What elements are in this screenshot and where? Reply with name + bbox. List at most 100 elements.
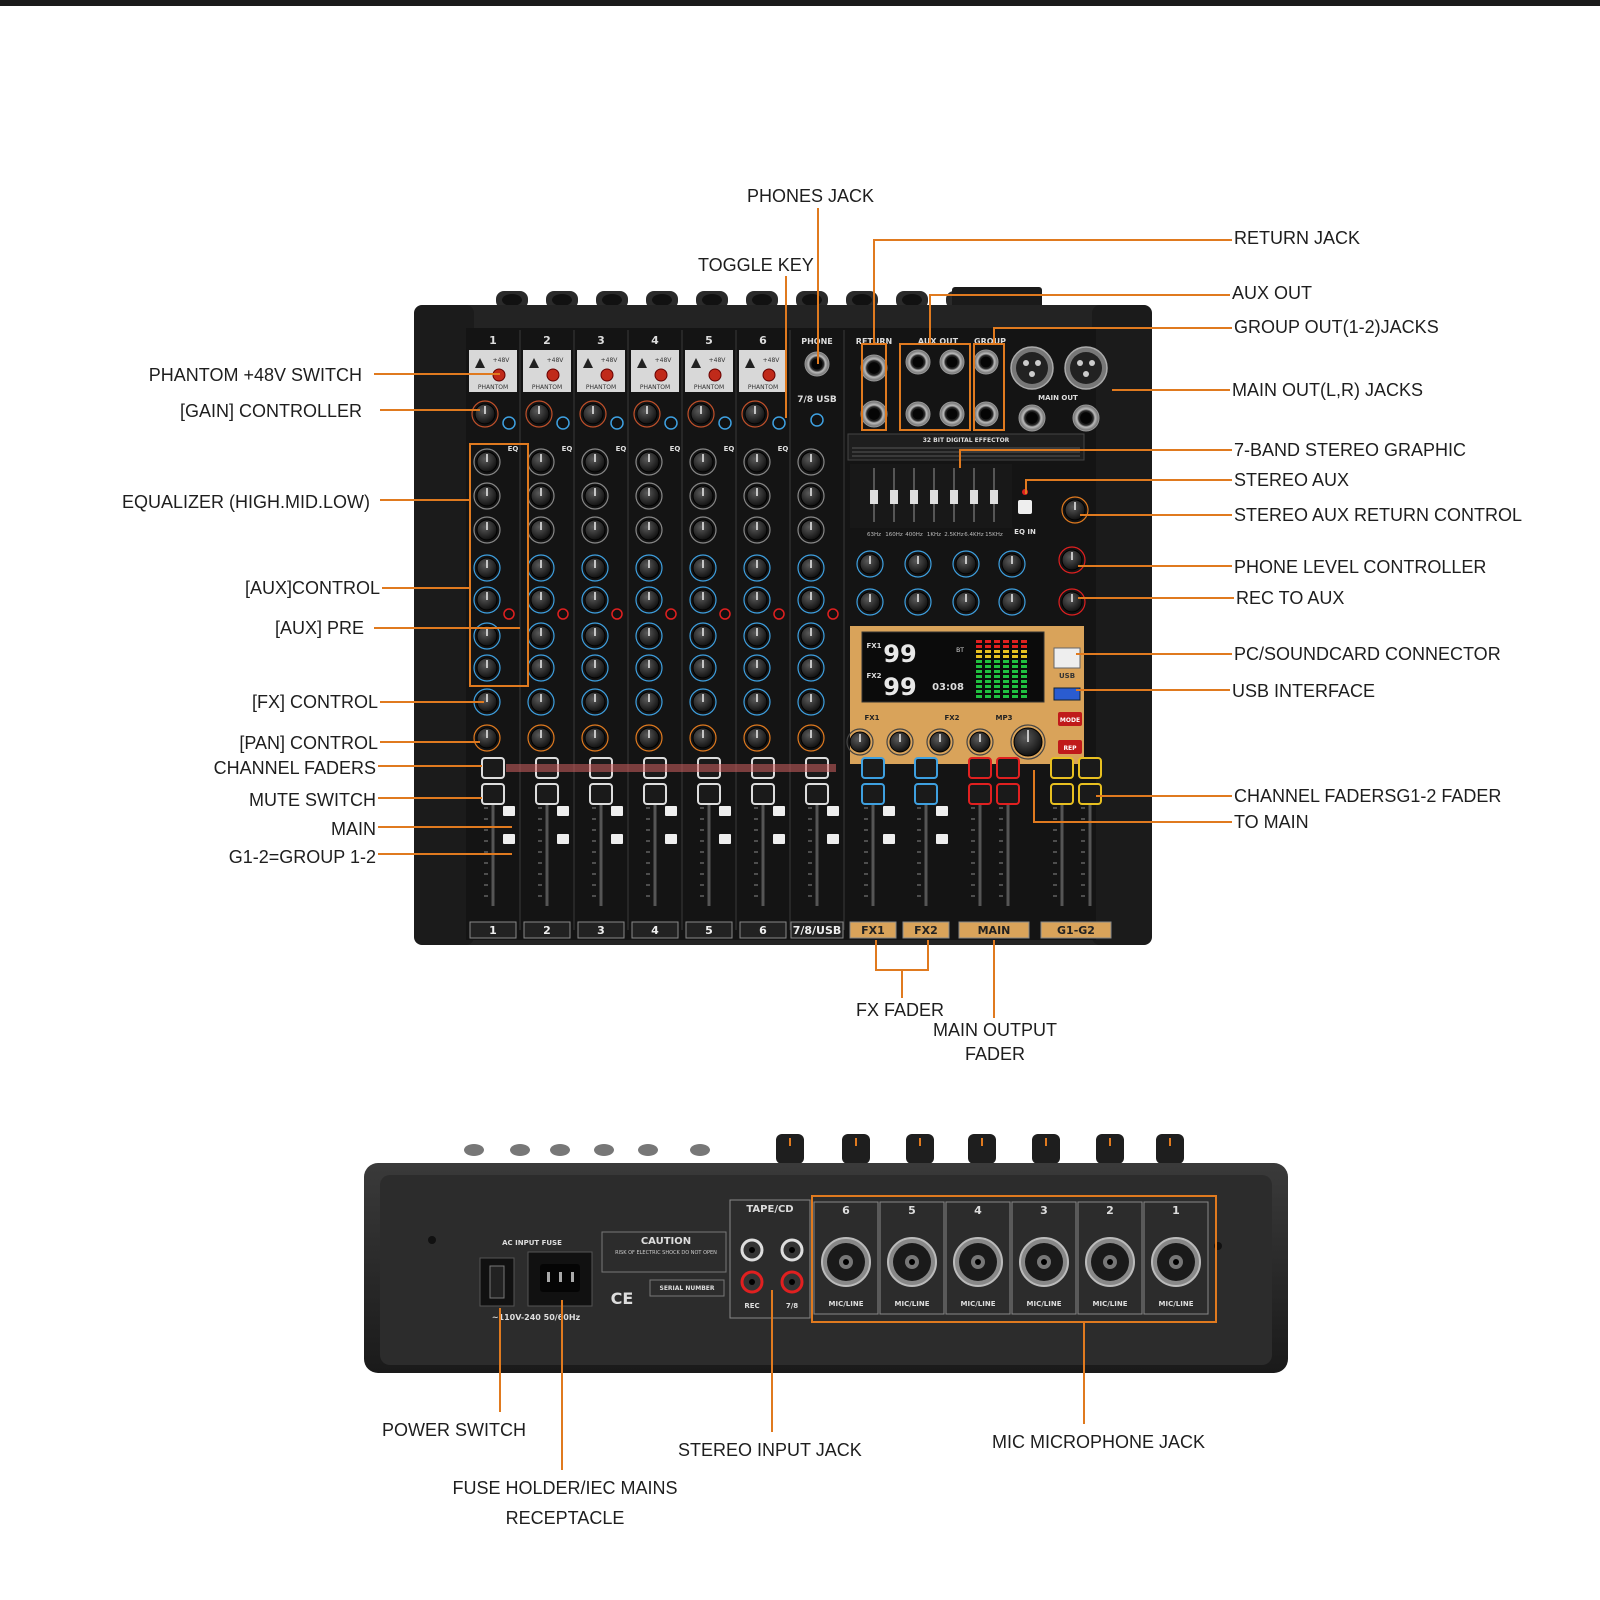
vu-meter-segment: [1021, 695, 1027, 698]
aux-pre-button: [557, 608, 569, 620]
knob-ring: [846, 728, 874, 756]
vu-meter-segment: [976, 645, 982, 648]
group-assign-button: [827, 834, 839, 844]
eq-label: EQ: [508, 445, 519, 453]
phantom-switch: [546, 368, 560, 382]
warning-triangle-icon: [475, 358, 485, 368]
return-jack-l: [860, 354, 888, 382]
knob-ring: [797, 688, 825, 716]
knob-ring: [797, 516, 825, 544]
knob-ring: [527, 724, 555, 752]
mic-channel-box: [813, 1201, 879, 1315]
eq-knob: [473, 516, 501, 544]
combo-jack-hole: [909, 1259, 915, 1265]
label-phones-jack: PHONES JACK: [747, 186, 875, 206]
eq-knob: [689, 516, 717, 544]
fader-cap: [481, 757, 505, 779]
label-fuse-holder-2: RECEPTACLE: [505, 1508, 625, 1528]
knob-ring: [581, 516, 609, 544]
lcd-fx2-label: FX2: [866, 672, 881, 680]
channel-number: 4: [651, 334, 659, 347]
vu-meter-segment: [1003, 680, 1009, 683]
eq-knob: [743, 516, 771, 544]
mute-button: [914, 783, 938, 805]
effector-title: 32 BIT DIGITAL EFFECTOR: [923, 437, 1010, 444]
mute-button: [589, 783, 613, 805]
label-main-output-fader-1: MAIN OUTPUT: [933, 1020, 1057, 1040]
vu-meter-segment: [976, 690, 982, 693]
strip-label-box: [739, 921, 787, 939]
vu-meter-segment: [994, 640, 1000, 643]
aux-out-jack-4: [939, 401, 965, 427]
label-pc-soundcard: PC/SOUNDCARD CONNECTOR: [1234, 644, 1501, 664]
vu-meter-segment: [985, 650, 991, 653]
gain-knob: [687, 400, 715, 428]
strip-label: G1-G2: [1057, 924, 1095, 937]
eq-knob: [635, 516, 663, 544]
strip-label-box: [1040, 921, 1112, 939]
label-mic-jack: MIC MICROPHONE JACK: [992, 1432, 1206, 1452]
warning-triangle-icon: [529, 358, 539, 368]
geq-slider-cap: [970, 490, 978, 504]
phantom-voltage: +48V: [547, 357, 565, 364]
rca-center: [749, 1279, 755, 1285]
strip-label: FX2: [914, 924, 938, 937]
label-mute-switch: MUTE SWITCH: [249, 790, 376, 810]
rear-handle: [952, 287, 1042, 309]
eq-knob: [473, 482, 501, 510]
vu-meter-segment: [994, 655, 1000, 658]
fx-knob: [527, 688, 555, 716]
eq-label: EQ: [724, 445, 735, 453]
knob-ring: [797, 586, 825, 614]
label-power-switch: POWER SWITCH: [382, 1420, 526, 1440]
knob-ring: [797, 554, 825, 582]
rear-top-knobs: [464, 1134, 1184, 1164]
knob-ring: [743, 622, 771, 650]
aux-knob: [527, 586, 555, 614]
leader-line: [929, 294, 1230, 344]
strip-label-box: [577, 921, 625, 939]
knob-ring: [689, 516, 717, 544]
knob-ring: [689, 448, 717, 476]
vu-meter-segment: [976, 680, 982, 683]
vu-meter-segment: [1003, 665, 1009, 668]
vu-meter-segment: [985, 655, 991, 658]
knob-ring: [689, 482, 717, 510]
phantom-text: PHANTOM: [532, 384, 562, 391]
knob-ring: [473, 554, 501, 582]
strip-label: MAIN: [978, 924, 1011, 937]
knob-ring: [635, 654, 663, 682]
vu-meter-segment: [985, 670, 991, 673]
knob-ring: [904, 550, 932, 578]
knob-ring: [797, 654, 825, 682]
aux-out-title: AUX OUT: [918, 337, 959, 346]
combo-jack-hole: [975, 1259, 981, 1265]
knob-ring: [743, 554, 771, 582]
aux-knob: [581, 622, 609, 650]
left-end-cap: [414, 305, 474, 945]
strip-label: 3: [597, 924, 605, 937]
rear-rca-top: [510, 1144, 530, 1156]
eq-knob: [527, 448, 555, 476]
lcd-fx2-value: 99: [883, 673, 916, 701]
eq-knob: [797, 448, 825, 476]
aux-pre-button: [719, 608, 731, 620]
phantom-voltage: +48V: [709, 357, 727, 364]
knob-ring: [1061, 496, 1089, 524]
mute-button: [996, 783, 1020, 805]
main-out-jack-r: [1072, 404, 1100, 432]
phantom-text: PHANTOM: [586, 384, 616, 391]
label-main-out: MAIN OUT(L,R) JACKS: [1232, 380, 1424, 400]
knob-ring: [473, 482, 501, 510]
knob-ring: [579, 400, 607, 428]
aux-knob: [797, 654, 825, 682]
aux-send-knob: [856, 550, 884, 578]
xlr-pin: [1077, 360, 1083, 366]
phantom-voltage: +48V: [601, 357, 619, 364]
fx-knob: [689, 688, 717, 716]
aux-knob: [527, 622, 555, 650]
mic-line-label: MIC/LINE: [961, 1300, 996, 1308]
knob-ring: [473, 448, 501, 476]
aux-knob: [473, 622, 501, 650]
vu-meter-segment: [1003, 645, 1009, 648]
